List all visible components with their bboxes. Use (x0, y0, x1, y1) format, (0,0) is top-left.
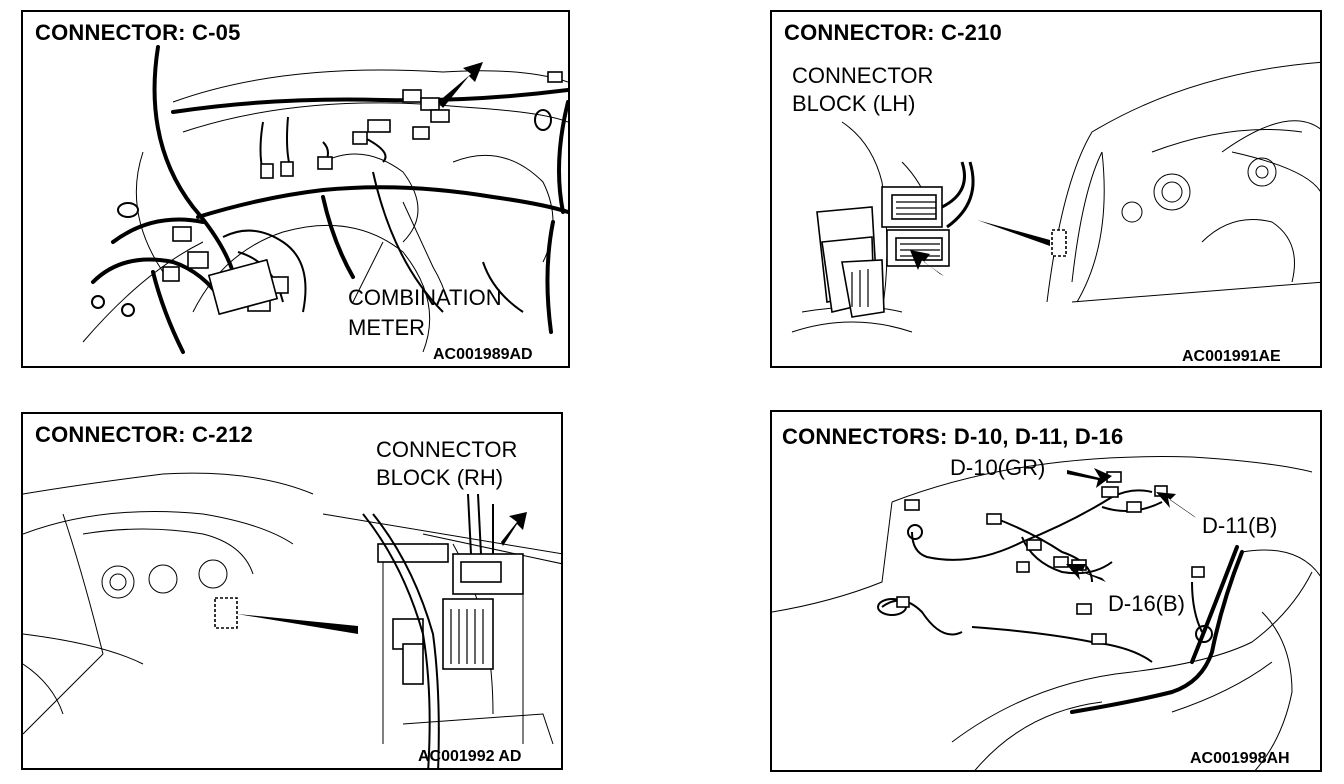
panel-title: CONNECTORS: D-10, D-11, D-16 (782, 424, 1124, 449)
callout-label-line1: COMBINATION (348, 285, 502, 310)
arrow-icon-d10 (1067, 468, 1112, 488)
rear-harness-illustration (772, 456, 1320, 770)
panel-title: CONNECTOR: C-210 (784, 20, 1002, 45)
callout-label-line2: BLOCK (RH) (376, 465, 504, 490)
callout-label-d11: D-11(B) (1202, 513, 1278, 538)
callout-label-d10: D-10(GR) (950, 455, 1046, 480)
diagram-panel-c210: CONNECTOR: C-210 CONNECTOR BLOCK (LH) AC… (770, 10, 1322, 368)
callout-label-d16: D-16(B) (1108, 591, 1186, 616)
pointer-wedge-icon (977, 220, 1050, 246)
diagram-panel-c212: CONNECTOR: C-212 CONNECTOR BLOCK (RH) AC… (21, 412, 563, 770)
callout-label-line1: CONNECTOR (376, 437, 518, 462)
arrow-icon (501, 512, 527, 546)
arrow-icon-d16 (1066, 564, 1106, 582)
arrow-icon (438, 62, 483, 108)
diagram-panel-c05: CONNECTOR: C-05 COMBINATION METER AC0019… (21, 10, 570, 368)
panel-title: CONNECTOR: C-05 (35, 20, 241, 45)
figure-code: AC001989AD (433, 346, 533, 363)
dashboard-harness-illustration (82, 45, 568, 354)
arrow-icon-d11 (1156, 492, 1196, 518)
figure-code: AC001998AH (1190, 750, 1290, 767)
figure-code: AC001992 AD (418, 748, 522, 765)
callout-label-line2: METER (348, 315, 425, 340)
callout-label-line1: CONNECTOR (792, 63, 934, 88)
diagram-panel-d10-d11-d16: CONNECTORS: D-10, D-11, D-16 D-10(GR) D-… (770, 410, 1322, 772)
arrow-icon (910, 250, 944, 276)
callout-label-line2: BLOCK (LH) (792, 91, 916, 116)
connector-block-lh-illustration (791, 61, 1320, 333)
figure-code: AC001991AE (1182, 348, 1281, 365)
panel-title: CONNECTOR: C-212 (35, 422, 253, 447)
connector-block-rh-illustration (23, 472, 561, 768)
pointer-wedge-icon (237, 614, 358, 634)
